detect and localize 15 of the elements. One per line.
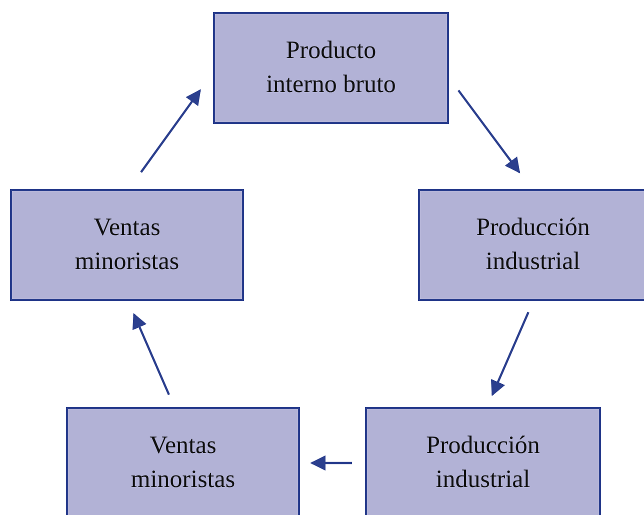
arrow (490, 312, 530, 396)
box-label: Ventas minoristas (74, 213, 180, 277)
process-box (418, 189, 644, 301)
box-label: Producción industrial (475, 213, 591, 277)
arrow (132, 313, 170, 396)
box-label: Ventas minoristas (130, 431, 236, 495)
box-label: Producción industrial (425, 431, 541, 495)
process-box (10, 189, 244, 301)
arrow (310, 455, 352, 471)
process-box (213, 12, 449, 124)
arrow (458, 90, 520, 174)
process-box (365, 407, 601, 515)
arrow (140, 89, 201, 173)
box-label: Producto interno bruto (265, 36, 397, 100)
process-box (66, 407, 300, 515)
